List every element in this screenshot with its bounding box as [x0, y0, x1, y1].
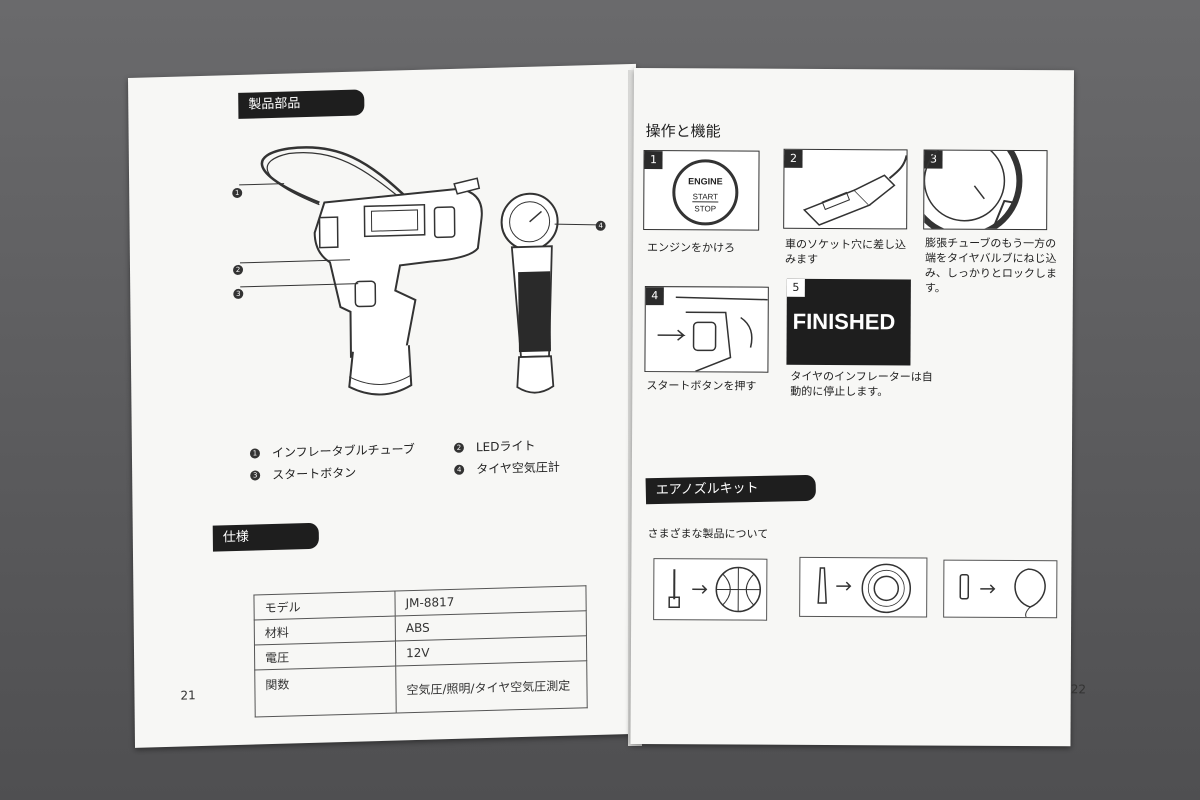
nozzle-ring-kit [799, 556, 928, 618]
legend-item-1: 1 インフレータブルチューブ [249, 440, 415, 462]
operation-heading: 操作と機能 [645, 122, 721, 141]
legend-label-2: LEDライト [475, 438, 536, 455]
legend-label-4: タイヤ空気圧計 [476, 459, 560, 477]
socket-plug-icon [802, 155, 907, 226]
legend-num-1: 1 [249, 447, 261, 459]
left-page: 製品部品 1 2 3 4 1 インフレータブルチューブ [128, 63, 643, 748]
spec-value: 空気圧/照明/タイヤ空気圧測定 [395, 660, 588, 714]
spec-row: 関数 空気圧/照明/タイヤ空気圧測定 [254, 660, 588, 717]
step-1-caption: エンジンをかけろ [647, 241, 736, 255]
legend-label-1: インフレータブルチューブ [271, 442, 415, 460]
step-5-number: 5 [786, 278, 805, 297]
legend-item-2: 2 LEDライト [453, 437, 536, 456]
section-title-nozzle: エアノズルキット [645, 474, 817, 505]
tire-valve-icon [924, 150, 1023, 230]
engine-label: ENGINE [688, 176, 723, 187]
basketball-needle-icon [668, 566, 762, 613]
legend-item-3: 3 スタートボタン [250, 464, 356, 484]
legend-num-2: 2 [453, 442, 464, 453]
finished-label: FINISHED [792, 308, 896, 335]
step-5-caption: タイヤのインフレーターは自動的に停止します。 [790, 369, 933, 399]
spec-key: 関数 [254, 666, 397, 717]
nozzle-ball-kit [653, 558, 768, 621]
page-number-right: 22 [1070, 682, 1087, 697]
step-2-caption: 車のソケット穴に差し込みます [784, 237, 907, 266]
nozzle-balloon-kit [943, 559, 1058, 619]
step-3-image: 3 [923, 149, 1048, 231]
legend-num-4: 4 [454, 464, 465, 475]
step-1-image: 1 ENGINE START STOP [643, 150, 760, 231]
step-1-number: 1 [644, 151, 663, 170]
spec-table: モデル JM-8817 材料 ABS 電圧 12V 関数 空気圧/照明/タイヤ空… [253, 585, 588, 717]
page-number-left: 21 [180, 688, 196, 703]
nozzle-subtitle: さまざまな製品について [647, 527, 769, 541]
press-button-icon [657, 296, 768, 372]
inflator-illustration [239, 146, 598, 396]
step-4-image: 4 [644, 286, 769, 373]
step-4-caption: スタートボタンを押す [646, 379, 757, 393]
step-3-caption: 膨張チューブのもう一方の端をタイヤバルブにねじ込み、しっかりとロックします。 [924, 236, 1057, 295]
engine-button-icon: ENGINE START STOP [672, 159, 739, 226]
stop-label: STOP [694, 204, 717, 214]
step-2-image: 2 [783, 148, 908, 230]
legend-num-3: 3 [250, 469, 261, 481]
legend-item-4: 4 タイヤ空気圧計 [454, 458, 560, 478]
step-5-image: 5 FINISHED [786, 278, 911, 366]
section-title-parts: 製品部品 [238, 89, 365, 119]
right-page: 操作と機能 1 ENGINE START STOP エンジンをかけろ 2 車のソ… [630, 68, 1086, 747]
section-title-spec: 仕様 [212, 522, 319, 552]
start-label: START [692, 192, 719, 203]
balloon-icon [959, 568, 1046, 618]
inflatable-ring-icon [817, 563, 912, 614]
legend-label-3: スタートボタン [272, 465, 357, 482]
